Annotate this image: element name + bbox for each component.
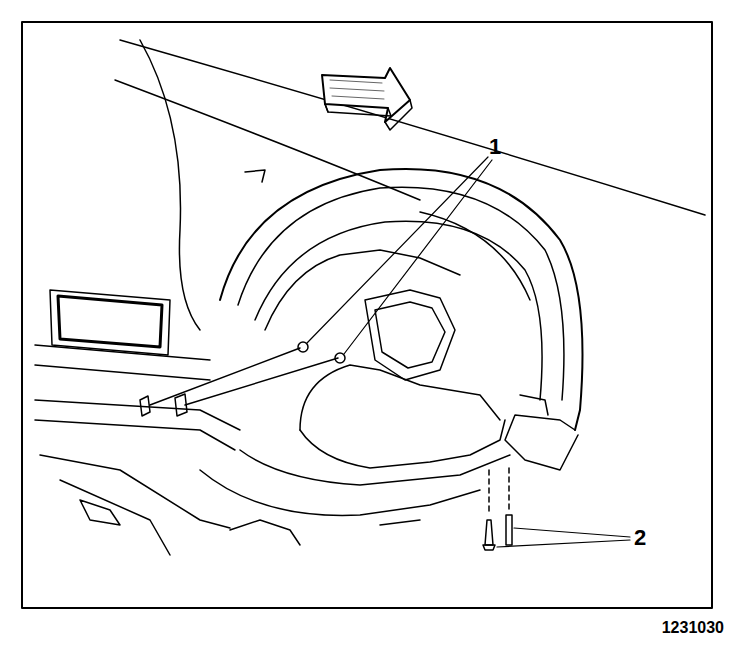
liner [265,250,460,330]
liner-lower [300,420,505,468]
leader-line [344,160,492,354]
floor [60,480,170,555]
liner-lower [240,450,510,485]
liner-edge [300,365,500,430]
door-opening [50,290,170,355]
fender-end [505,415,578,470]
sill [35,365,210,380]
body-detail [245,170,265,182]
figure-number: 1231030 [662,620,724,636]
frame-rail [35,420,235,450]
floor-detail [230,520,300,545]
leader-line [307,157,488,343]
fender-end [520,395,548,415]
install-path [508,468,510,510]
wheelhouse-edge [420,212,530,300]
liner-panel [365,290,455,380]
floor [40,455,230,528]
frame [22,22,712,608]
liner-panel [375,302,445,368]
door-edge [140,40,200,330]
body-line [115,80,420,200]
install-path [488,470,490,515]
body-line [120,40,705,215]
line-art [22,22,712,608]
fender-arch [220,169,583,430]
callout-number: 2 [634,527,646,549]
bolt [335,353,345,363]
door-seal [58,296,162,347]
wheelhouse-edge [255,221,542,400]
direction-arrow [322,68,412,130]
fastener [506,515,512,545]
fastener [485,520,493,545]
leader-line [514,528,630,537]
fender-arch-inner [238,187,564,400]
bolt [298,342,308,352]
fastener [483,545,495,550]
rocker [200,470,480,515]
brace [185,358,338,405]
brace-end [140,396,150,416]
sill [35,345,210,360]
floor-detail [380,520,420,525]
callout-number: 1 [489,136,501,158]
floor-detail [80,500,120,525]
leader-line [497,540,630,547]
